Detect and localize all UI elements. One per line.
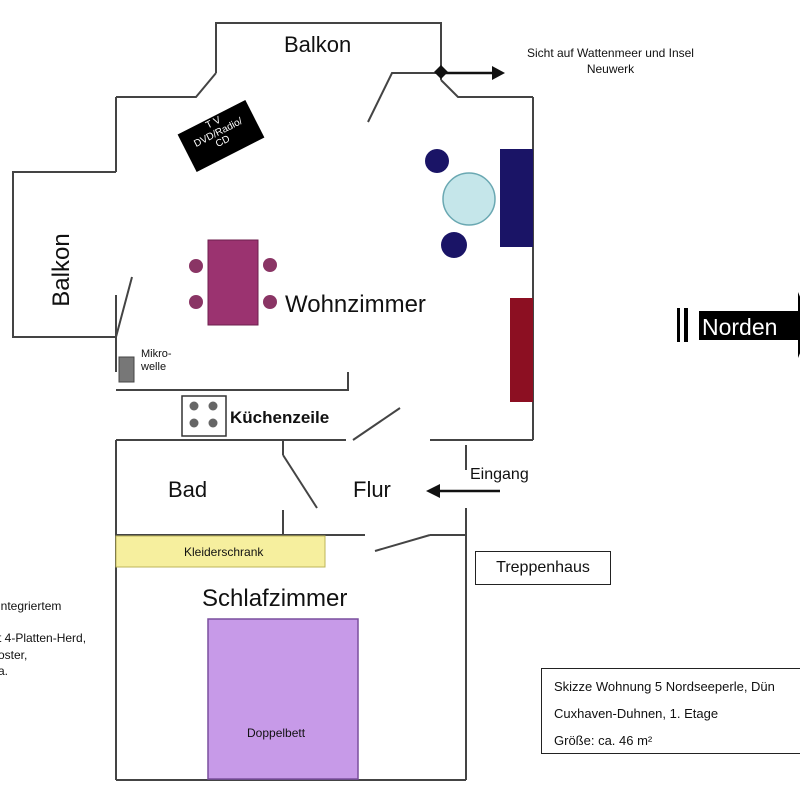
flur-label: Flur	[353, 477, 391, 502]
red-cabinet	[510, 298, 533, 402]
view-annotation: Sicht auf Wattenmeer und Insel Neuwerk	[527, 46, 694, 77]
view-diamond	[434, 65, 448, 79]
stove	[181, 395, 227, 437]
norden-arrow-body	[699, 292, 800, 358]
kleiderschrank-label: Kleiderschrank	[184, 545, 264, 559]
dining-table	[207, 239, 259, 326]
stove-burner-1	[189, 401, 199, 411]
round-table	[442, 172, 496, 226]
norden-label: Norden	[702, 314, 778, 340]
legend-text: integriertem t 4-Platten-Herd, oster, a.	[0, 599, 87, 678]
chair-3	[263, 258, 277, 272]
doppelbett	[207, 618, 359, 780]
chair-2	[189, 295, 203, 309]
balkon-left-door-swing	[115, 276, 133, 338]
treppenhaus-label: Treppenhaus	[496, 559, 590, 576]
schlafzimmer-label: Schlafzimmer	[202, 585, 348, 612]
chair-4	[263, 295, 277, 309]
top-wall-left	[116, 72, 217, 98]
top-wall-right	[440, 79, 533, 98]
view-arrow-head	[492, 66, 505, 80]
balkon-left-label: Balkon	[48, 233, 75, 307]
stove-burner-2	[208, 401, 218, 411]
kitchen-top-wall	[116, 372, 349, 391]
kitchen-door-swing	[352, 407, 401, 441]
balkon-top-label: Balkon	[284, 32, 352, 57]
eingang-arrow-head	[426, 484, 440, 498]
bedroom-door-swing	[374, 534, 431, 552]
mikrowelle-label: Mikro- welle	[141, 348, 172, 374]
stool-bottom	[441, 232, 467, 258]
balkon-door-swing	[367, 72, 441, 123]
norden-bar-1	[677, 308, 680, 342]
info-line-3: Größe: ca. 46 m²	[554, 733, 653, 748]
tv-cabinet	[177, 100, 265, 172]
chair-1	[189, 259, 203, 273]
wohnzimmer-label: Wohnzimmer	[285, 291, 426, 318]
stove-burner-3	[189, 418, 199, 428]
info-box: Skizze Wohnung 5 Nordseeperle, Dün Cuxha…	[541, 668, 800, 754]
info-line-2: Cuxhaven-Duhnen, 1. Etage	[554, 706, 719, 721]
eingang-label: Eingang	[470, 466, 529, 483]
stove-burner-4	[208, 418, 218, 428]
bad-label: Bad	[168, 477, 208, 502]
walls	[12, 22, 534, 781]
info-line-1: Skizze Wohnung 5 Nordseeperle, Dün	[554, 679, 775, 694]
sofa	[500, 149, 533, 247]
microwave	[118, 356, 135, 383]
balkon-left-outline	[12, 171, 116, 338]
stool-top	[425, 149, 449, 173]
bad-door-swing	[282, 454, 318, 509]
kuechenzeile-label: Küchenzeile	[230, 408, 330, 427]
kleiderschrank	[115, 535, 326, 568]
treppenhaus-box: Treppenhaus	[475, 551, 611, 585]
balkon-top-outline	[215, 22, 442, 80]
doppelbett-label: Doppelbett	[247, 726, 306, 740]
norden-bar-2	[684, 308, 688, 342]
